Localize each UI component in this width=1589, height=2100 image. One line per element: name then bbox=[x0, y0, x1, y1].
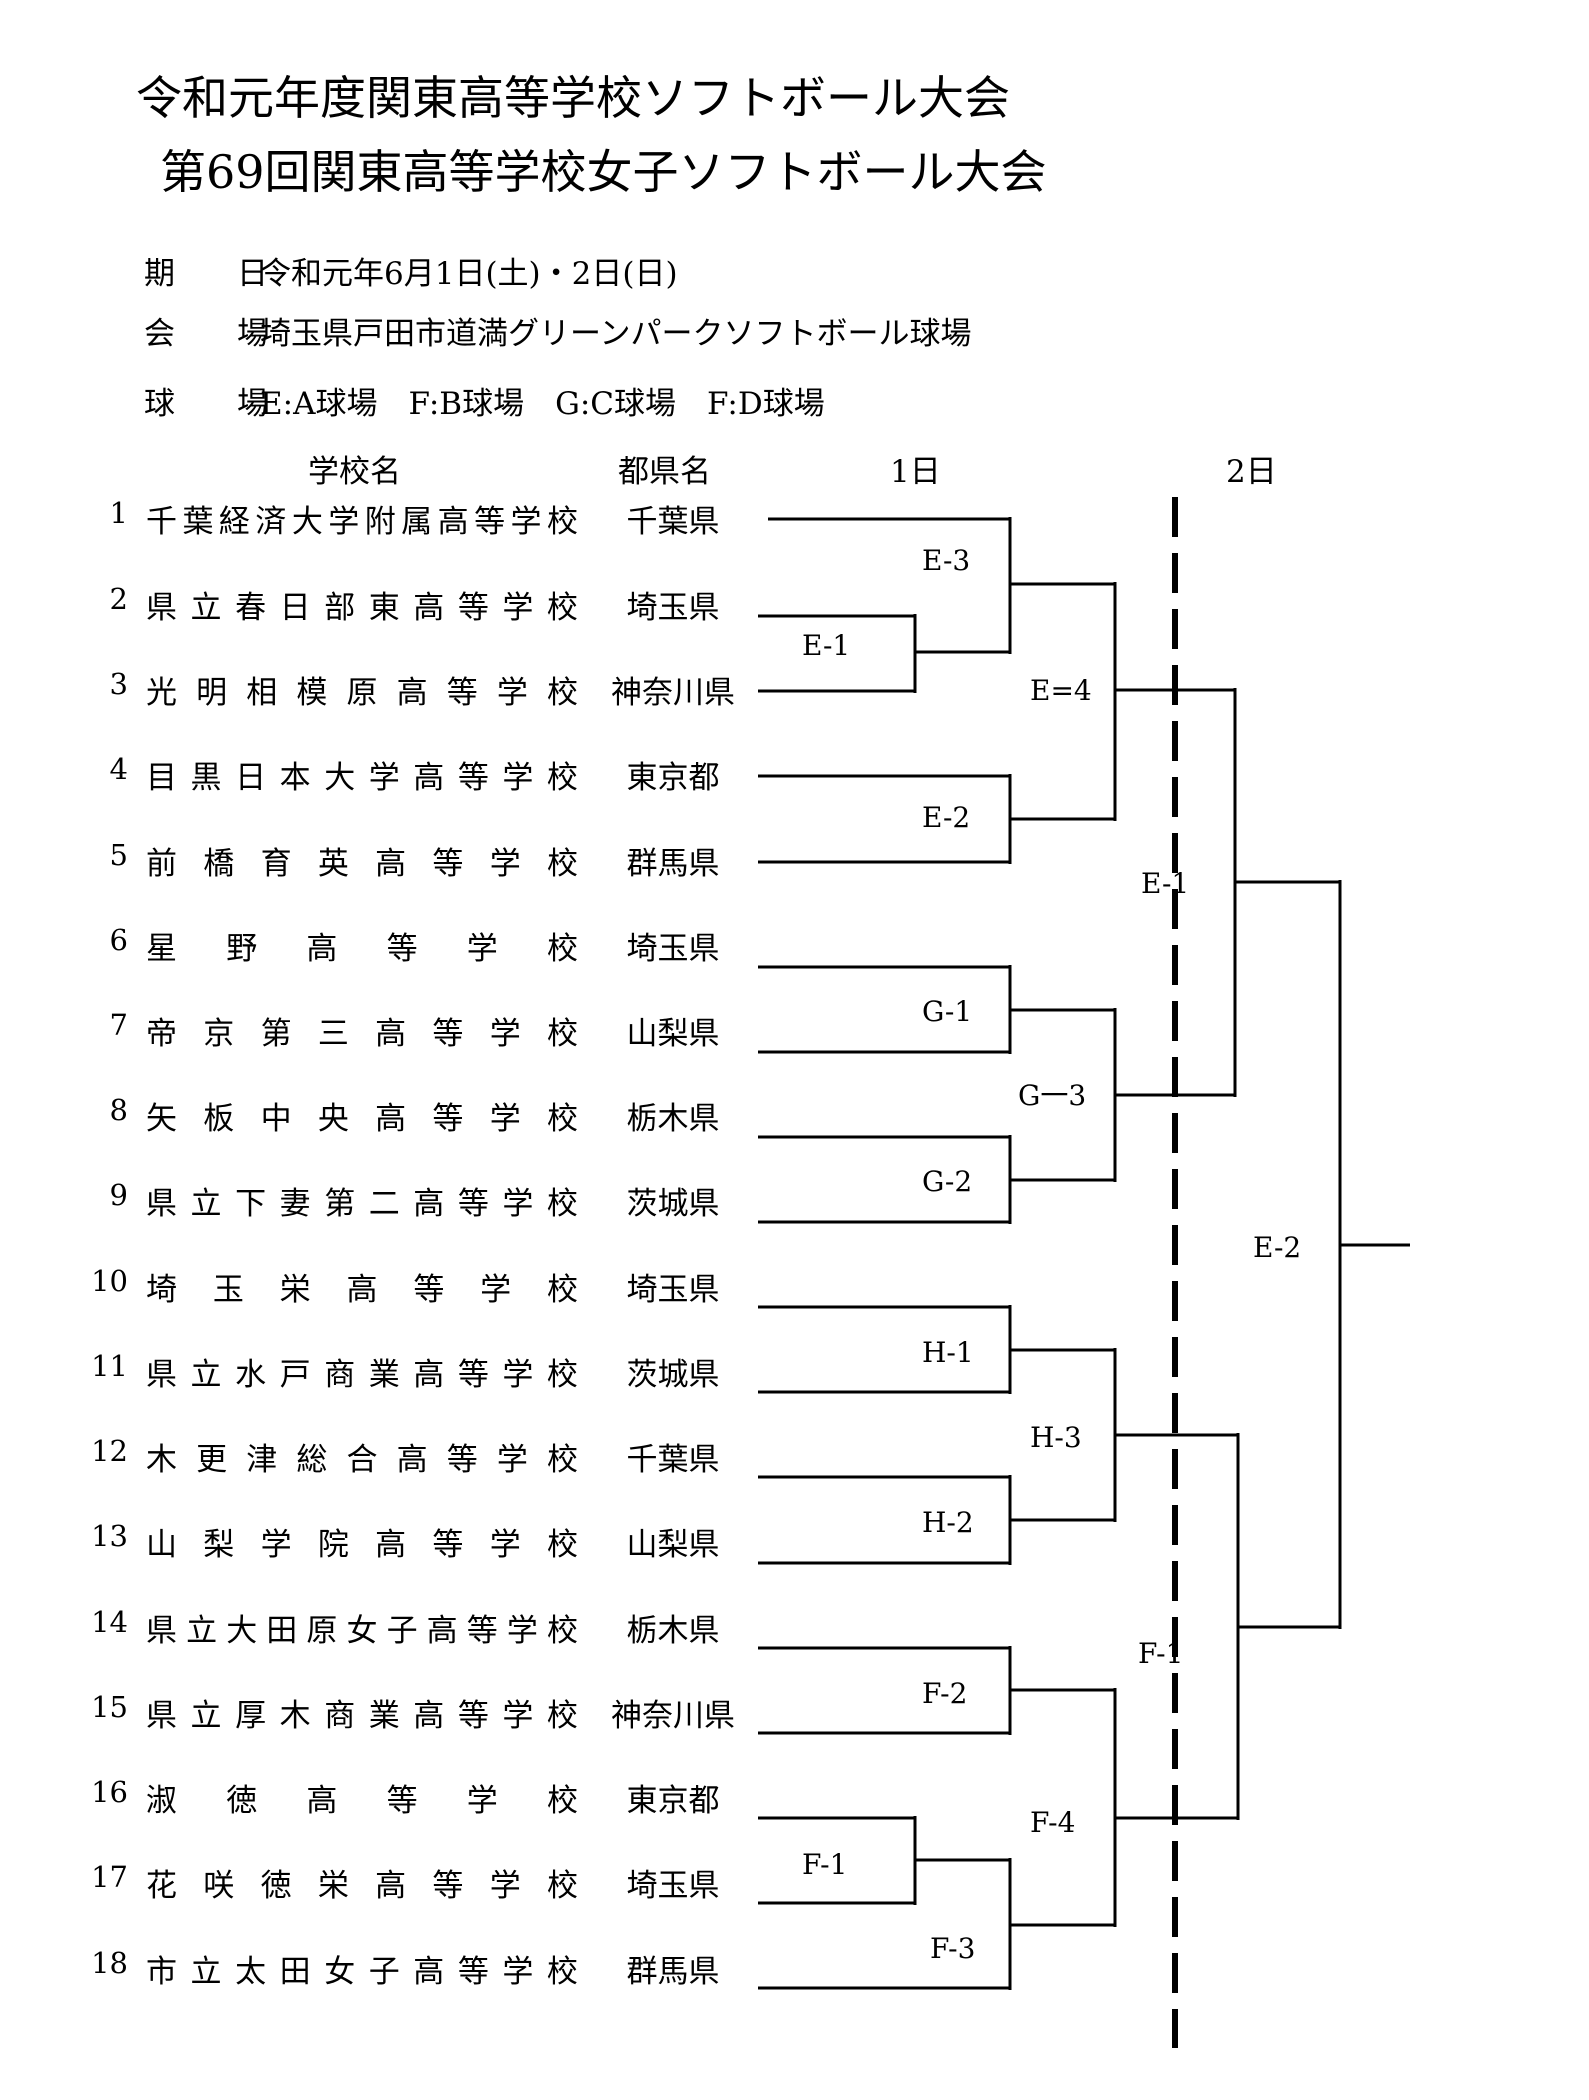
header-school: 学校名 bbox=[308, 454, 401, 490]
header-pref: 都県名 bbox=[618, 454, 711, 490]
team-prefecture: 千葉県 bbox=[626, 504, 720, 540]
match-label: F-4 bbox=[1030, 1806, 1075, 1839]
team-number: 1 bbox=[109, 496, 128, 530]
header-day1: 1日 bbox=[890, 454, 941, 490]
team-prefecture: 埼玉県 bbox=[626, 1868, 720, 1904]
team-school-name: 市立太田女子高等学校 bbox=[146, 1954, 578, 1990]
team-number: 3 bbox=[109, 667, 128, 701]
match-label: E-1 bbox=[802, 629, 850, 662]
match-label: G-1 bbox=[922, 995, 972, 1028]
team-school-name: 県立厚木商業高等学校 bbox=[146, 1698, 578, 1734]
team-number: 13 bbox=[91, 1519, 128, 1553]
team-prefecture: 山梨県 bbox=[626, 1016, 720, 1052]
team-school-name: 淑徳高等学校 bbox=[146, 1783, 578, 1819]
title-line2: 第69回関東高等学校女子ソフトボール大会 bbox=[160, 145, 1047, 199]
team-prefecture: 東京都 bbox=[626, 760, 720, 796]
team-number: 14 bbox=[91, 1605, 128, 1639]
team-number: 10 bbox=[91, 1264, 128, 1298]
header-day2: 2日 bbox=[1226, 454, 1277, 490]
match-label: H-1 bbox=[922, 1336, 974, 1369]
team-prefecture: 山梨県 bbox=[626, 1527, 720, 1563]
info-venue-label: 会 場 bbox=[144, 316, 268, 352]
team-prefecture: 神奈川県 bbox=[611, 1698, 735, 1734]
match-label: E-2 bbox=[922, 801, 970, 834]
info-field-value: E:A球場 F:B球場 G:C球場 F:D球場 bbox=[260, 386, 825, 422]
team-school-name: 県立水戸商業高等学校 bbox=[146, 1357, 578, 1393]
title-line1: 令和元年度関東高等学校ソフトボール大会 bbox=[136, 71, 1010, 125]
match-label: F-2 bbox=[922, 1677, 967, 1710]
team-number: 5 bbox=[109, 838, 128, 872]
team-number: 12 bbox=[91, 1434, 128, 1468]
team-prefecture: 群馬県 bbox=[626, 846, 720, 882]
team-number: 8 bbox=[109, 1093, 128, 1127]
info-venue-value: 埼玉県戸田市道満グリーンパークソフトボール球場 bbox=[260, 316, 972, 352]
team-school-name: 埼玉栄高等学校 bbox=[146, 1272, 578, 1308]
team-school-name: 目黒日本大学高等学校 bbox=[146, 760, 578, 796]
team-school-name: 県立下妻第二高等学校 bbox=[146, 1186, 578, 1222]
team-number: 16 bbox=[91, 1775, 128, 1809]
team-school-name: 県立大田原女子高等学校 bbox=[146, 1613, 578, 1649]
team-number: 2 bbox=[109, 582, 128, 616]
match-label: E-1 bbox=[1141, 867, 1189, 900]
match-label: F-1 bbox=[802, 1848, 847, 1881]
match-label: F-3 bbox=[930, 1932, 975, 1965]
team-school-name: 千葉経済大学附属高等学校 bbox=[146, 504, 578, 540]
team-prefecture: 栃木県 bbox=[626, 1613, 720, 1649]
team-number: 17 bbox=[91, 1860, 128, 1894]
match-label: G-2 bbox=[922, 1165, 972, 1198]
team-school-name: 山梨学院高等学校 bbox=[146, 1527, 578, 1563]
team-school-name: 木更津総合高等学校 bbox=[146, 1442, 578, 1478]
team-number: 7 bbox=[109, 1008, 128, 1042]
info-field-label: 球 場 bbox=[144, 386, 268, 422]
team-prefecture: 東京都 bbox=[626, 1783, 720, 1819]
match-label: F-1 bbox=[1138, 1637, 1183, 1670]
team-number: 4 bbox=[109, 752, 128, 786]
team-prefecture: 神奈川県 bbox=[611, 675, 735, 711]
team-prefecture: 埼玉県 bbox=[626, 590, 720, 626]
team-number: 9 bbox=[109, 1178, 128, 1212]
team-number: 11 bbox=[91, 1349, 128, 1383]
team-school-name: 県立春日部東高等学校 bbox=[146, 590, 578, 626]
team-school-name: 光明相模原高等学校 bbox=[146, 675, 578, 711]
team-school-name: 花咲徳栄高等学校 bbox=[146, 1868, 578, 1904]
match-label: E-3 bbox=[922, 544, 970, 577]
team-school-name: 帝京第三高等学校 bbox=[146, 1016, 578, 1052]
info-date-value: 令和元年6月1日(土)・2日(日) bbox=[260, 256, 678, 292]
team-number: 6 bbox=[109, 923, 128, 957]
team-school-name: 矢板中央高等学校 bbox=[146, 1101, 578, 1137]
team-prefecture: 茨城県 bbox=[626, 1186, 720, 1222]
team-prefecture: 埼玉県 bbox=[626, 931, 720, 967]
team-number: 15 bbox=[91, 1690, 128, 1724]
match-label: G一3 bbox=[1018, 1079, 1086, 1112]
team-prefecture: 茨城県 bbox=[626, 1357, 720, 1393]
match-label: E=4 bbox=[1030, 674, 1092, 707]
team-school-name: 星野高等学校 bbox=[146, 931, 578, 967]
team-prefecture: 千葉県 bbox=[626, 1442, 720, 1478]
match-label: E-2 bbox=[1253, 1231, 1301, 1264]
team-school-name: 前橋育英高等学校 bbox=[146, 846, 578, 882]
team-prefecture: 栃木県 bbox=[626, 1101, 720, 1137]
match-label: H-2 bbox=[922, 1506, 974, 1539]
match-label: H-3 bbox=[1030, 1421, 1082, 1454]
team-number: 18 bbox=[91, 1946, 128, 1980]
team-prefecture: 群馬県 bbox=[626, 1954, 720, 1990]
info-date-label: 期 日 bbox=[144, 256, 268, 292]
team-prefecture: 埼玉県 bbox=[626, 1272, 720, 1308]
